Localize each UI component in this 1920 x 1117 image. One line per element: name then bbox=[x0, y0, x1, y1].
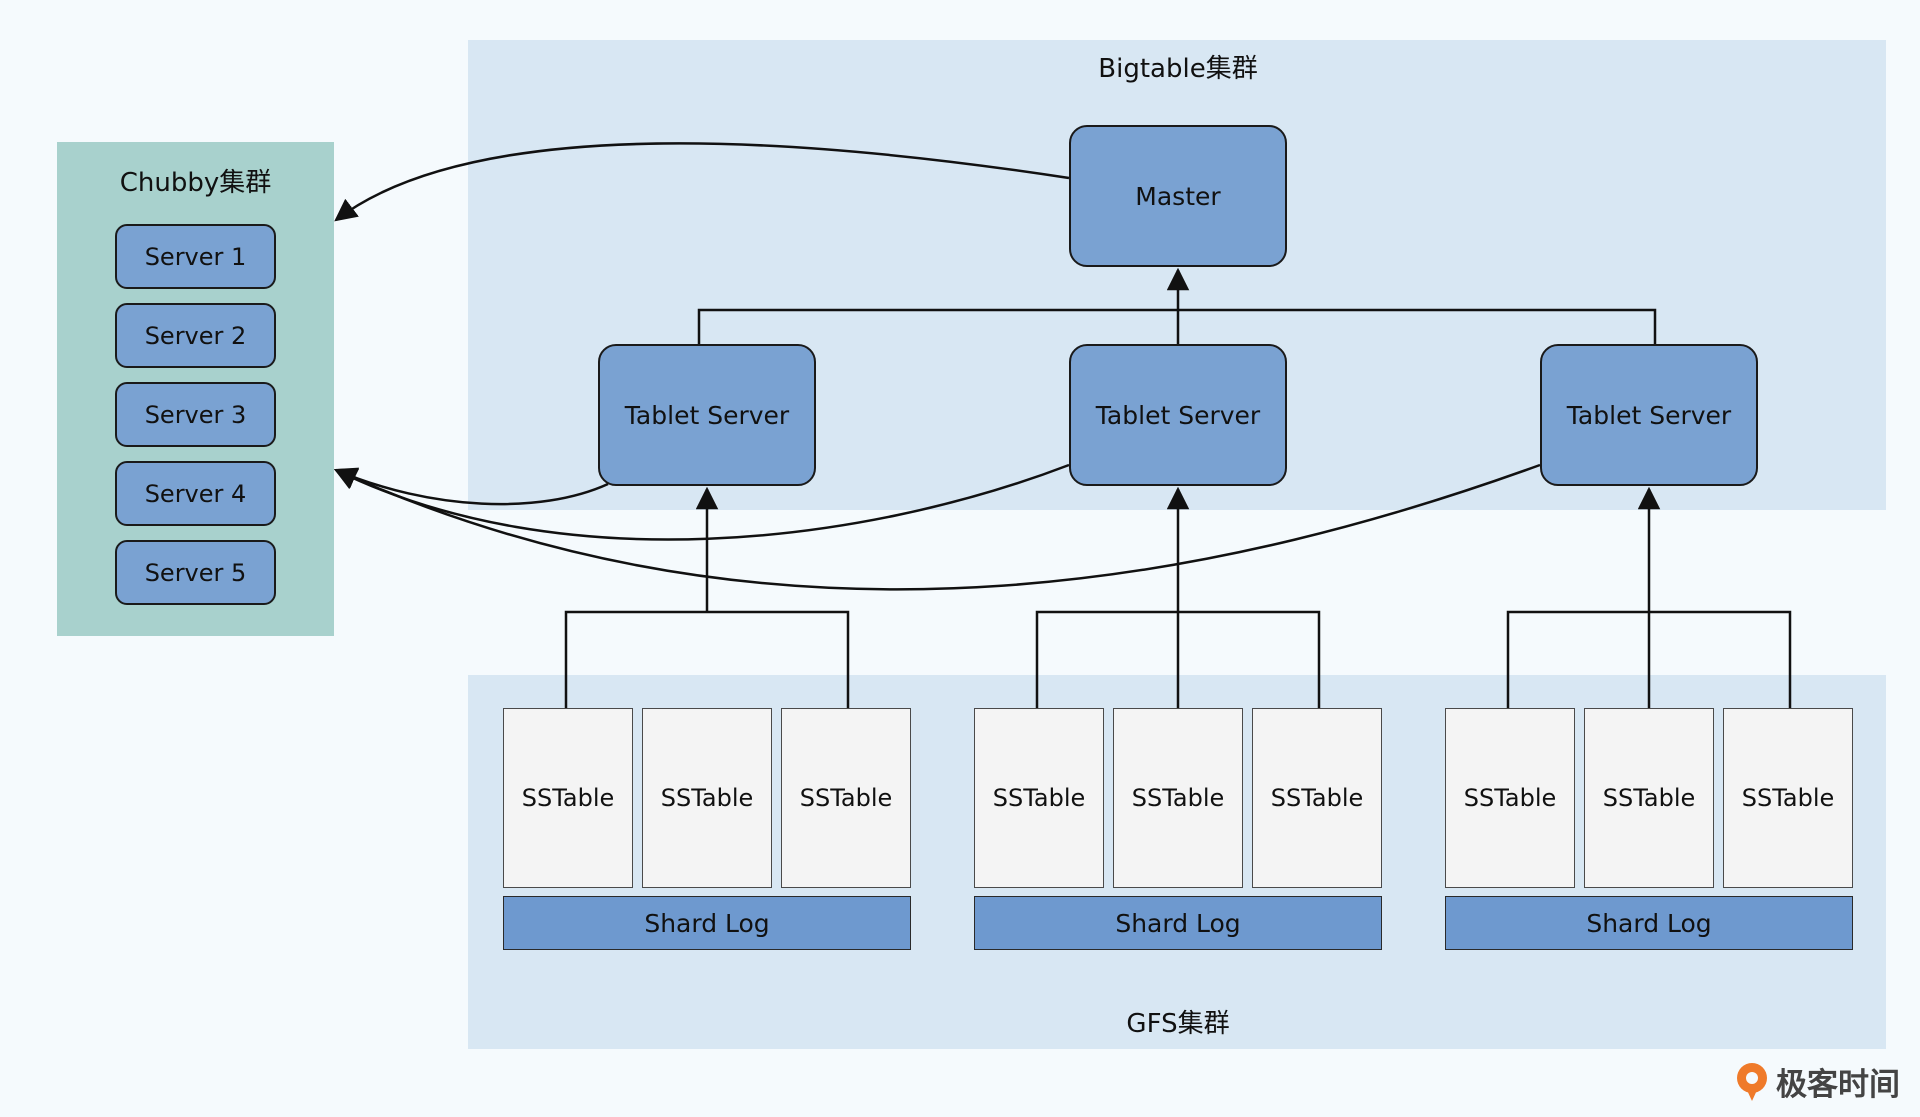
master-node: Master bbox=[1069, 125, 1287, 267]
chubby-server-3: Server 3 bbox=[115, 382, 276, 447]
chubby-cluster-title: Chubby集群 bbox=[119, 168, 272, 198]
chubby-server-1: Server 1 bbox=[115, 224, 276, 289]
gfs-group1-bracket bbox=[564, 610, 850, 708]
master-to-chubby-arrow bbox=[334, 142, 1070, 222]
sstable-group3-2: SSTable bbox=[1584, 708, 1714, 888]
tablet-server-3: Tablet Server bbox=[1540, 344, 1758, 486]
sstable-group1-1: SSTable bbox=[503, 708, 633, 888]
brand-name: 极客时间 bbox=[1776, 1067, 1900, 1103]
tablet-server-1: Tablet Server bbox=[598, 344, 816, 486]
tablet2-to-chubby-arrow bbox=[333, 463, 1070, 541]
brand-pin-icon bbox=[1737, 1062, 1767, 1101]
sstable-group1-3: SSTable bbox=[781, 708, 911, 888]
sstable-group2-3: SSTable bbox=[1252, 708, 1382, 888]
sstable-group2-1: SSTable bbox=[974, 708, 1104, 888]
shard-log-group3: Shard Log bbox=[1445, 896, 1853, 950]
sstable-group3-3: SSTable bbox=[1723, 708, 1853, 888]
sstable-group3-1: SSTable bbox=[1445, 708, 1575, 888]
chubby-server-5: Server 5 bbox=[115, 540, 276, 605]
chubby-server-2: Server 2 bbox=[115, 303, 276, 368]
tablet-server-2: Tablet Server bbox=[1069, 344, 1287, 486]
shard-log-group2: Shard Log bbox=[974, 896, 1382, 950]
tablet1-to-chubby-arrow bbox=[333, 467, 609, 506]
bigtable-cluster-title: Bigtable集群 bbox=[1098, 54, 1258, 84]
tablet3-to-chubby-arrow bbox=[333, 463, 1541, 591]
chubby-server-4: Server 4 bbox=[115, 461, 276, 526]
gfs-cluster-title: GFS集群 bbox=[1126, 1009, 1230, 1039]
sstable-group1-2: SSTable bbox=[642, 708, 772, 888]
shard-log-group1: Shard Log bbox=[503, 896, 911, 950]
sstable-group2-2: SSTable bbox=[1113, 708, 1243, 888]
brand-logo: 极客时间 bbox=[1734, 1059, 1900, 1104]
